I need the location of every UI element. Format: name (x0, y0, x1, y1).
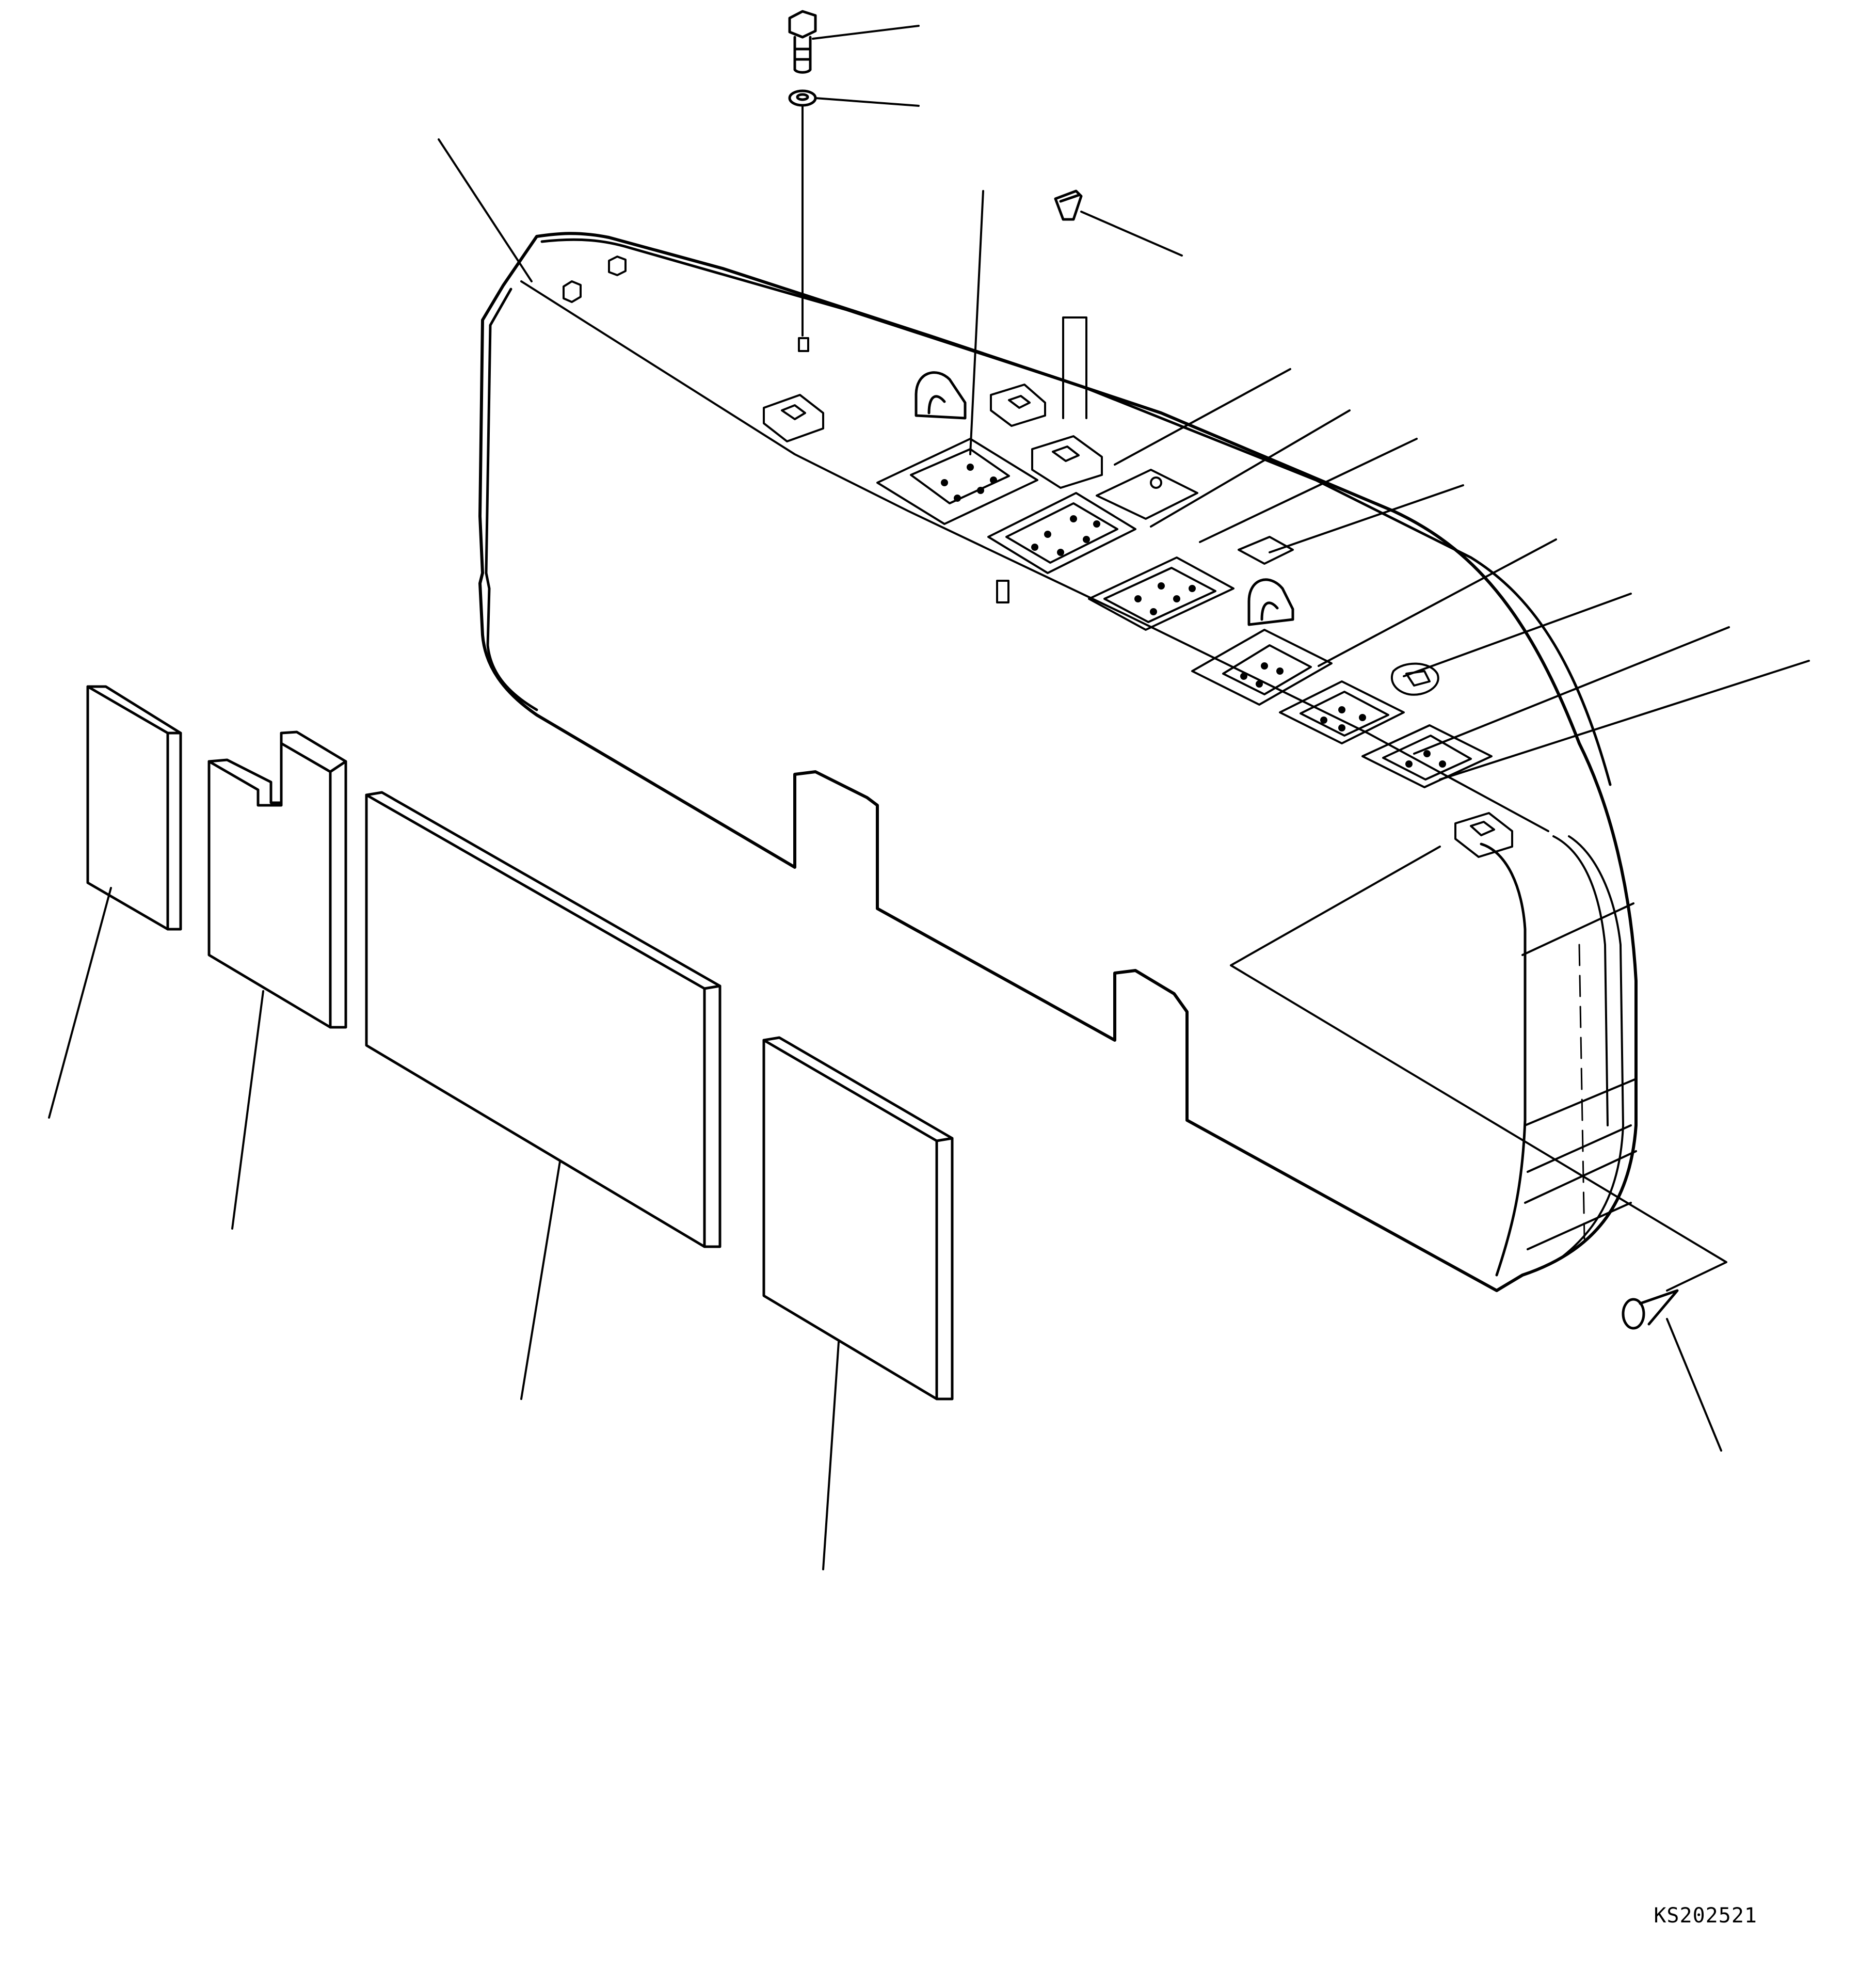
leader-lines (48, 25, 1810, 1570)
lifting-bracket (915, 371, 1294, 626)
foam-panel-square (762, 1036, 954, 1401)
foam-panel-small (86, 685, 182, 931)
foam-panel-notched (207, 730, 347, 1029)
counterweight-body (478, 232, 1638, 1292)
plug (1054, 189, 1083, 221)
drawing-code-label: KS202521 (1654, 1904, 1757, 1928)
push-rivet (1622, 1289, 1679, 1330)
insulation-pad (876, 438, 1493, 788)
bolt (788, 10, 817, 74)
foam-panel-large (365, 791, 721, 1248)
rubber-cushion (763, 384, 1513, 858)
washer (788, 89, 817, 107)
